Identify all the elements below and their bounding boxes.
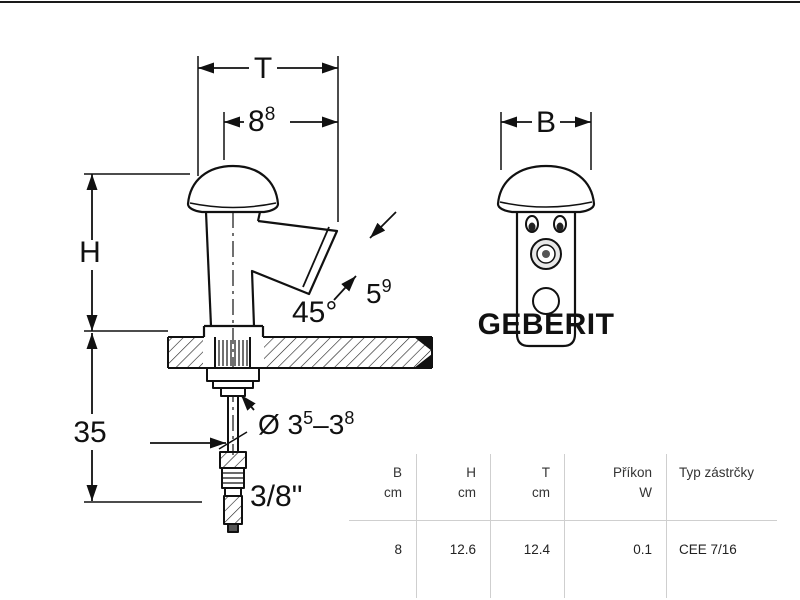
spec-col-power: Příkon W 0.1 — [565, 454, 667, 598]
top-divider — [0, 1, 800, 3]
spec-header-t: T cm — [491, 454, 564, 521]
faucet-side-view — [186, 164, 339, 455]
side-base-plate — [202, 324, 265, 337]
spec-header-plug-type: Typ zástrčky — [667, 454, 777, 521]
connector-body — [219, 451, 247, 469]
washer — [212, 380, 254, 389]
spec-header-power-label: Příkon — [612, 465, 652, 480]
spec-col-h: H cm 12.6 — [417, 454, 491, 598]
side-dome-inner-edge — [189, 202, 277, 209]
counter-outline — [167, 336, 433, 369]
front-dome-inner-edge — [499, 201, 593, 208]
dimension-59-sup: 9 — [382, 276, 392, 296]
side-spout — [250, 219, 339, 327]
diameter-p1: Ø 3 — [258, 409, 303, 440]
dimension-h-label: H — [79, 236, 101, 269]
side-dome-cap — [186, 164, 280, 214]
dimension-88-sup: 8 — [265, 104, 276, 125]
spec-value-b: 8 — [394, 542, 402, 557]
dimension-59-label: 59 — [366, 276, 392, 309]
spec-col-plug-type: Typ zástrčky CEE 7/16 — [667, 454, 777, 598]
spec-col-t: T cm 12.4 — [491, 454, 565, 598]
side-body-left-edge — [204, 211, 213, 327]
side-body-right-edge — [256, 211, 262, 222]
dimension-35-label: 35 — [73, 416, 106, 449]
spec-table: B cm 8 H cm 12.6 T cm 12.4 Příkon W 0.1 … — [349, 454, 777, 598]
extension-lines — [84, 56, 592, 503]
connector-collar — [224, 487, 242, 497]
spec-value-plug-type: CEE 7/16 — [679, 542, 737, 557]
counter-edge-wedges — [414, 337, 432, 368]
shank-walls — [214, 337, 251, 368]
lower-circle-detail — [532, 287, 560, 315]
spec-header-b-label: B — [392, 465, 402, 480]
connector-thread-lines — [222, 472, 244, 484]
spout-arrow-upper — [369, 211, 397, 239]
diameter-p2: –3 — [313, 409, 344, 440]
angle-45-label: 45° — [292, 296, 337, 329]
countertop-section — [167, 336, 433, 369]
dimension-b-label: B — [536, 106, 556, 139]
dimension-t-label: T — [254, 52, 272, 85]
brand-label: GEBERIT — [478, 308, 615, 341]
spec-value-power: 0.1 — [633, 542, 652, 557]
diameter-s1: 5 — [303, 408, 313, 428]
spec-header-h-label: H — [466, 465, 476, 480]
spec-header-plug-type-label: Typ zástrčky — [679, 465, 755, 480]
spec-header-h-unit: cm — [458, 484, 476, 500]
spec-value-t: 12.4 — [523, 542, 550, 557]
spec-header-b: B cm — [349, 454, 416, 521]
shank-threads — [218, 340, 248, 366]
dimension-59-main: 5 — [366, 278, 382, 309]
counter-hatch-left — [169, 338, 203, 367]
front-body — [515, 212, 577, 348]
spout-arrow-lower — [333, 275, 357, 301]
faucet-front-view — [496, 164, 596, 348]
sensor-eye-left — [525, 215, 539, 233]
dimension-88-label: 88 — [248, 104, 275, 138]
aerator-center — [542, 250, 550, 258]
sensor-eye-left-pupil — [528, 222, 536, 232]
sensor-eye-right — [553, 215, 567, 233]
under-counter-assembly — [206, 367, 260, 533]
dimension-lines — [86, 62, 591, 501]
spout-nozzle-inner-line — [302, 226, 330, 288]
connector-tip — [223, 495, 243, 525]
spec-header-t-unit: cm — [532, 484, 550, 500]
spec-value-h: 12.6 — [449, 542, 476, 557]
spec-header-power-unit: W — [639, 484, 652, 500]
adapter — [220, 387, 246, 397]
diameter-leader-arrow — [240, 394, 256, 411]
dimension-88-main: 8 — [248, 105, 265, 138]
front-dome-cap — [496, 164, 596, 214]
pipe-break-mark — [218, 431, 248, 450]
counter-hatch-right — [264, 338, 431, 367]
spec-header-b-unit: cm — [384, 484, 402, 500]
spec-header-power: Příkon W — [565, 454, 666, 521]
spec-col-b: B cm 8 — [349, 454, 417, 598]
spec-header-h: H cm — [417, 454, 490, 521]
thread-size-label: 3/8" — [250, 480, 302, 513]
connector-end-nub — [227, 523, 239, 533]
mounting-nut — [206, 367, 260, 382]
diameter-s2: 8 — [344, 408, 354, 428]
sensor-eye-right-pupil — [556, 222, 564, 232]
spec-header-t-label: T — [541, 465, 550, 480]
diameter-range-label: Ø 35–38 — [258, 408, 354, 440]
